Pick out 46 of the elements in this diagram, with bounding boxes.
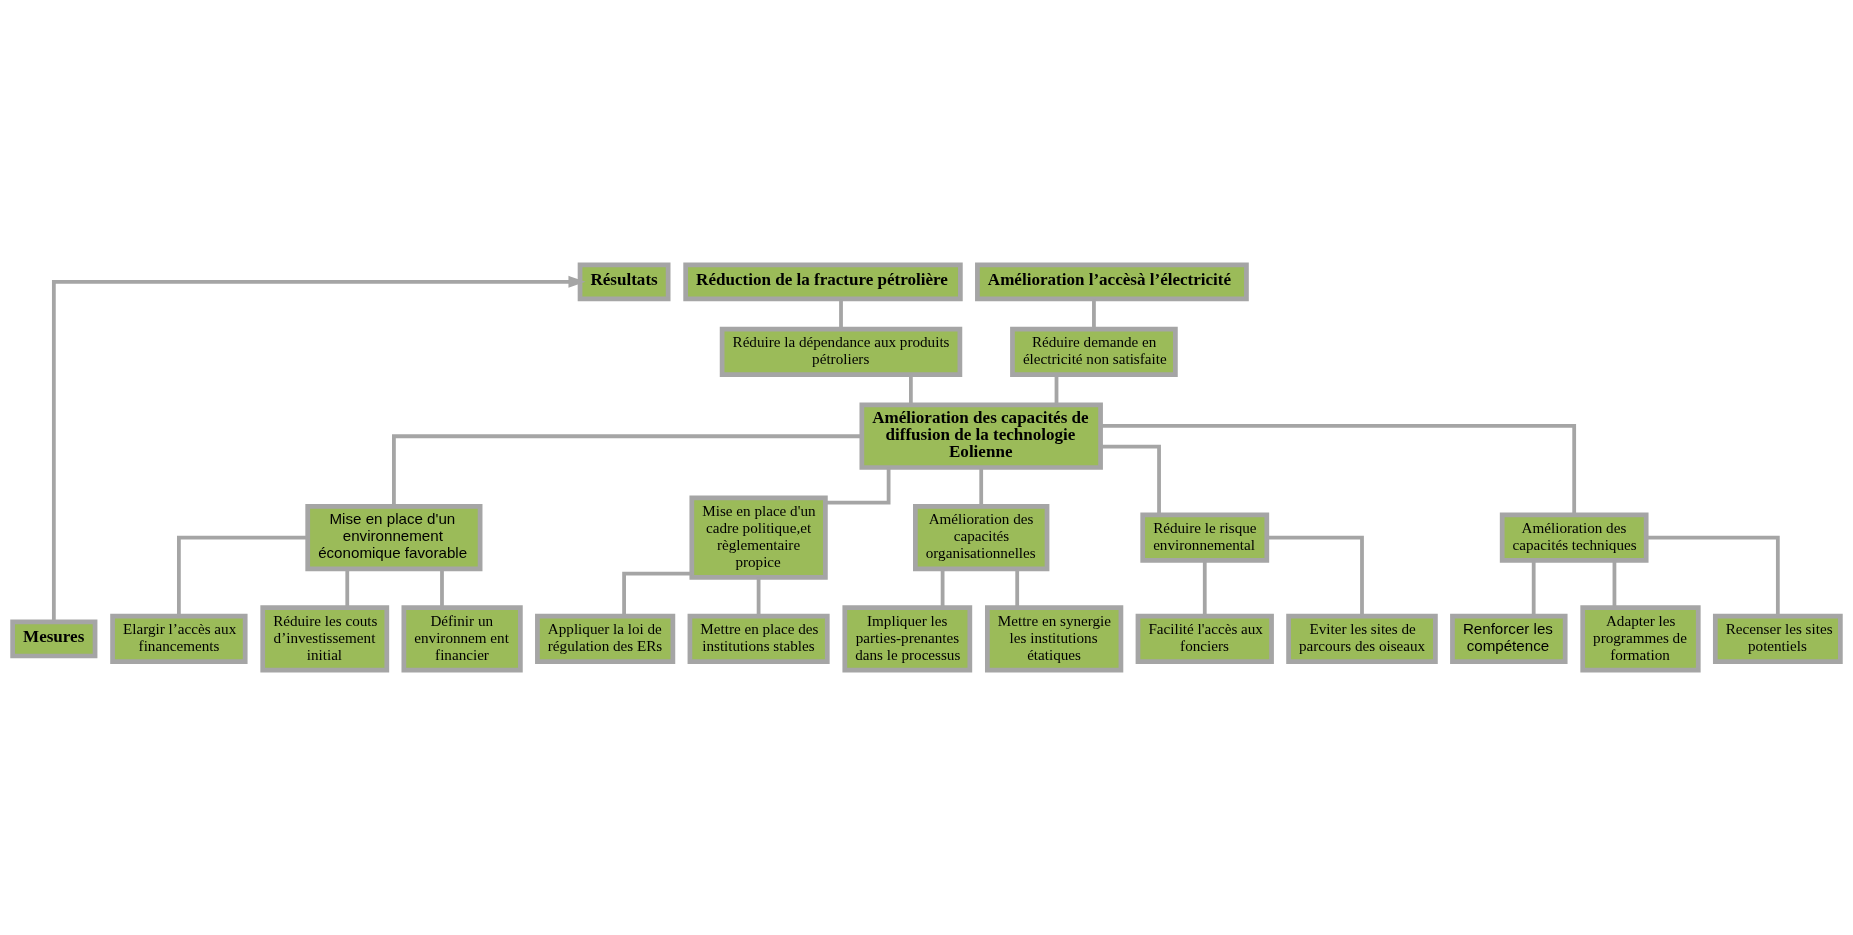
connector [392,434,862,507]
node-box: Eviter les sites de parcours des oiseaux [1286,613,1438,665]
connector [940,569,945,608]
connector [1015,569,1020,608]
node-box: Réduire la dépendance aux produits pétroliers [719,326,963,378]
node-box: Résultats [577,262,671,302]
node-box: Adapter les programmes de formation [1580,605,1701,673]
connector [622,571,692,617]
connector [1092,299,1096,329]
connector [825,467,891,505]
node-box: Recenser les sites potentiels [1712,613,1843,665]
node-box: Renforcer les compétence [1450,613,1568,665]
node-box: Amélioration l’accèsà l’électricité [975,262,1249,302]
connector [1646,535,1780,617]
node-box: Mesures [10,619,98,659]
node-box: Impliquer les parties-prenantes dans le processus [842,605,973,673]
node-box: Amélioration des capacités organisationnelles [913,503,1050,572]
connector [1054,374,1059,405]
node-box: Définir un environnem ent financier [401,605,523,673]
node-box: Facilité l'accès aux fonciers [1135,613,1274,665]
node-box: Elargir l’accès aux financements [110,613,248,665]
arrow [51,275,586,622]
connector [1531,560,1536,616]
node-box: Réduire demande en électricité non satisfaite [1010,326,1178,378]
connector [1100,423,1577,515]
connector [177,535,308,617]
connector [345,569,350,608]
node-box: Amélioration des capacités de diffusion de la technologie Eolienne [859,402,1103,470]
node-box: Amélioration des capacités techniques [1499,512,1649,563]
node-box: Réduire le risque environnemental [1140,512,1270,563]
connector [440,569,444,608]
connector [1100,444,1161,515]
connector [756,577,761,617]
connector [908,374,913,405]
node-box: Réduire les couts d’investissement initial [260,605,390,673]
connector [839,299,843,329]
connector [1202,560,1207,616]
node-box: Mettre en place des institutions stables [687,613,830,665]
node-box: Mise en place d'un cadre politique,et règlementaire propice [689,495,828,580]
connector [1612,560,1617,608]
connector [1266,535,1364,617]
node-box: Mettre en synergie les institutions étatiques [985,605,1124,673]
connector [979,467,984,507]
node-box: Appliquer la loi de régulation des ERs [535,613,676,665]
node-box: Mise en place d'un environnement économique favorable [305,503,483,572]
node-box: Réduction de la fracture pétrolière [683,262,963,302]
